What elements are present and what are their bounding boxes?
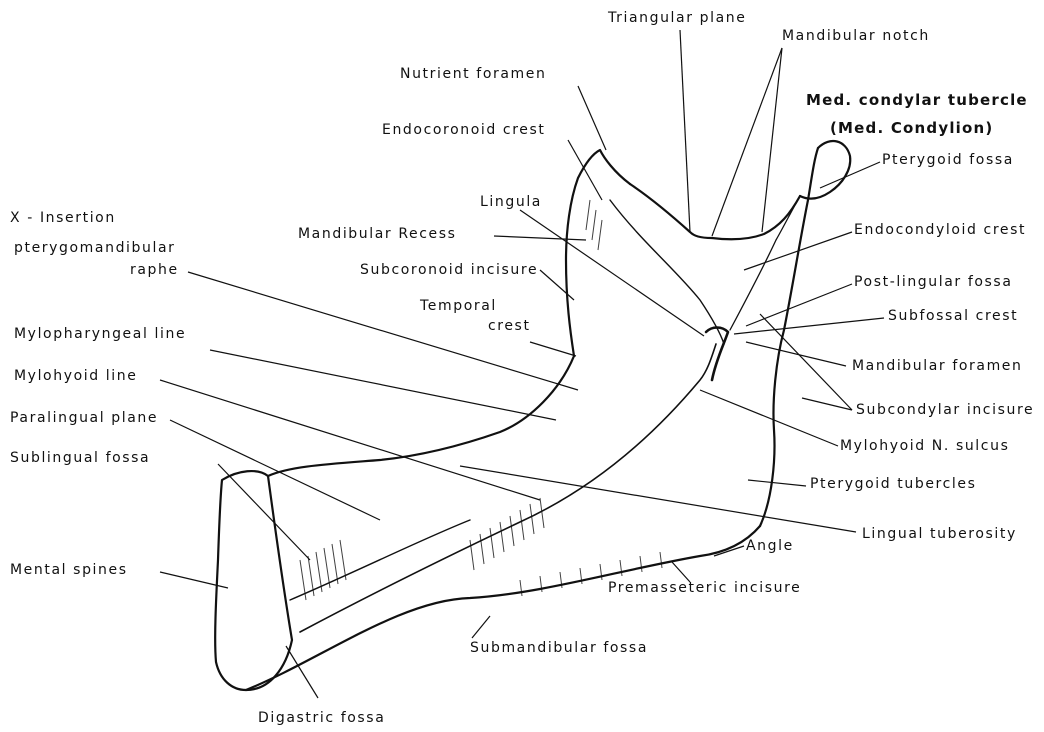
label-mandibular-foramen: Mandibular foramen [852, 358, 1023, 374]
posterior-border [760, 148, 818, 526]
label-pterygoid-tubercles: Pterygoid tubercles [810, 476, 976, 492]
label-angle: Angle [746, 538, 794, 554]
label-med-condylar-tubercle: Med. condylar tubercle [806, 92, 1028, 108]
coronoid-process [566, 150, 630, 356]
notch-curve [630, 184, 712, 238]
label-subcoronoid-incisure: Subcoronoid incisure [360, 262, 538, 278]
label-raphe: raphe [130, 262, 179, 278]
condyle-head [800, 141, 850, 199]
label-triangular-plane: Triangular plane [608, 10, 746, 26]
label-paralingual-plane: Paralingual plane [10, 410, 158, 426]
label-mental-spines: Mental spines [10, 562, 128, 578]
label-subfossal-crest: Subfossal crest [888, 308, 1018, 324]
label-mandibular-notch: Mandibular notch [782, 28, 930, 44]
label-mylopharyngeal-line: Mylopharyngeal line [14, 326, 186, 342]
label-lingula: Lingula [480, 194, 542, 210]
label-pterygomandibular: pterygomandibular [14, 240, 176, 256]
label-x-insertion: X - Insertion [10, 210, 116, 226]
label-mylohyoid-line: Mylohyoid line [14, 368, 137, 384]
label-temporal: Temporal [420, 298, 497, 314]
label-lingual-tuberosity: Lingual tuberosity [862, 526, 1017, 542]
label-mandibular-recess: Mandibular Recess [298, 226, 457, 242]
label-post-lingular-fossa: Post-lingular fossa [854, 274, 1013, 290]
lower-border [246, 526, 760, 690]
label-mylohyoid-n-sulcus: Mylohyoid N. sulcus [840, 438, 1009, 454]
label-subcondylar-incisure: Subcondylar incisure [856, 402, 1034, 418]
label-sublingual-fossa: Sublingual fossa [10, 450, 150, 466]
label-med-condylion: (Med. Condylion) [830, 120, 993, 136]
label-endocondyloid-crest: Endocondyloid crest [854, 222, 1026, 238]
symphysis-outline [215, 471, 292, 690]
label-nutrient-foramen: Nutrient foramen [400, 66, 546, 82]
foramen-rim [706, 328, 728, 381]
label-crest: crest [488, 318, 531, 334]
label-submandibular-fossa: Submandibular fossa [470, 640, 648, 656]
ramus-inner-ridge [610, 200, 724, 344]
hatching [300, 200, 662, 600]
label-digastric-fossa: Digastric fossa [258, 710, 385, 726]
label-premasseteric-incisure: Premasseteric incisure [608, 580, 801, 596]
label-pterygoid-fossa: Pterygoid fossa [882, 152, 1014, 168]
anterior-ramus [268, 356, 574, 476]
label-endocoronoid-crest: Endocoronoid crest [382, 122, 545, 138]
condylar-neck [712, 196, 800, 239]
